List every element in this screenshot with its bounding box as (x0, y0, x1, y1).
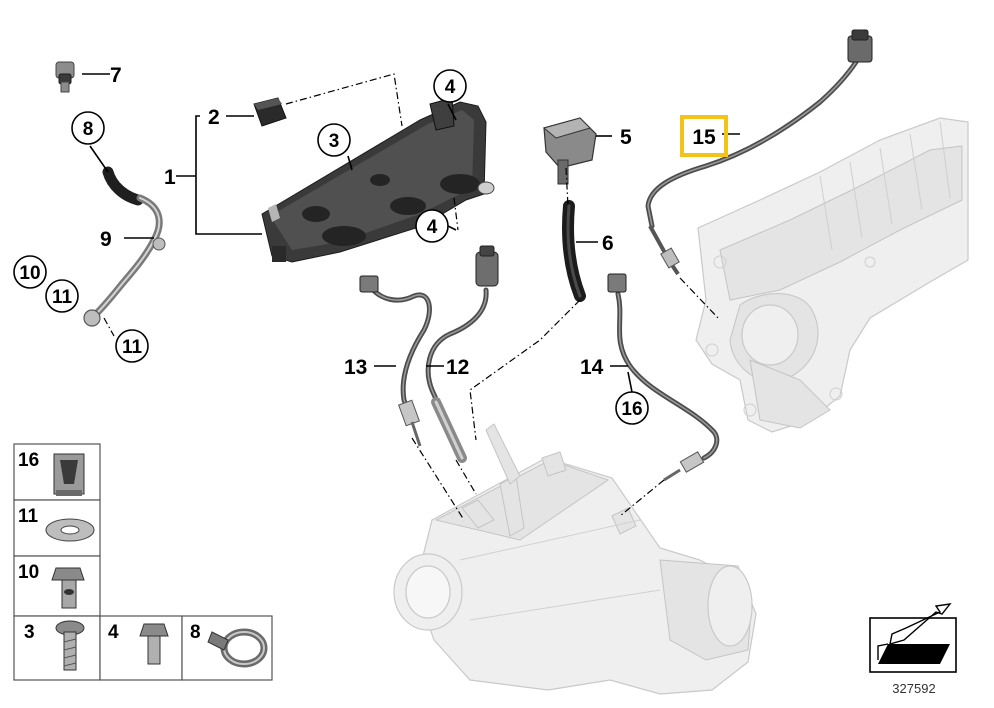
oxygen-sensor-part-12 (425, 245, 499, 463)
screw-icon (55, 620, 85, 671)
label-4-top: 4 (445, 77, 456, 98)
label-11-lower: 11 (122, 337, 143, 358)
bracket-part-3 (261, 97, 495, 263)
clip-icon (53, 453, 85, 496)
highlight-box-15 (680, 115, 728, 157)
exhaust-temp-sensor-part-14 (607, 273, 720, 482)
washer-icon (45, 518, 95, 542)
arrow-view-icon (869, 603, 957, 673)
banjo-bolt-icon (51, 567, 85, 609)
label-16: 16 (621, 399, 642, 420)
label-1: 1 (164, 166, 176, 189)
label-6: 6 (602, 232, 614, 255)
label-11-upper: 11 (52, 287, 73, 308)
label-12: 12 (446, 356, 469, 379)
hose-clamp-icon (207, 628, 268, 668)
table-cell-8: 8 (190, 622, 201, 643)
parts-table: 16 11 10 3 4 8 (13, 443, 273, 681)
leader-lines (69, 73, 740, 393)
cap-part-2 (253, 97, 287, 127)
table-cell-4: 4 (108, 622, 119, 643)
table-cell-16: 16 (18, 450, 39, 471)
particulate-filter-ghost (393, 423, 757, 695)
label-13: 13 (344, 356, 367, 379)
intake-manifold-ghost (695, 117, 969, 433)
table-cell-11: 11 (18, 506, 39, 527)
label-3: 3 (329, 131, 340, 152)
label-14: 14 (580, 356, 604, 379)
exhaust-temp-sensor-part-13 (359, 275, 432, 447)
bolt-icon (139, 623, 169, 665)
table-cell-10: 10 (18, 562, 39, 583)
reference-number: 327592 (892, 681, 935, 696)
callouts: 7 2 1 9 5 6 13 12 14 15 8 3 4 4 10 11 11… (13, 64, 728, 425)
pressure-sensor-part-7 (55, 61, 75, 93)
table-cell-3: 3 (24, 622, 35, 643)
reference-lines (103, 73, 721, 521)
label-9: 9 (100, 228, 112, 251)
label-10: 10 (19, 263, 40, 284)
pressure-sensor-part-5 (542, 117, 597, 185)
label-15: 15 (692, 126, 716, 149)
hose-part-6 (562, 200, 586, 302)
label-5: 5 (620, 126, 632, 149)
label-7: 7 (110, 64, 122, 87)
label-4-bottom: 4 (427, 217, 438, 238)
label-8: 8 (83, 119, 94, 140)
hose-part-8 (102, 166, 144, 206)
label-2: 2 (208, 106, 220, 129)
exhaust-temp-sensor-part-15 (645, 29, 873, 276)
pipe-part-9 (83, 194, 166, 327)
